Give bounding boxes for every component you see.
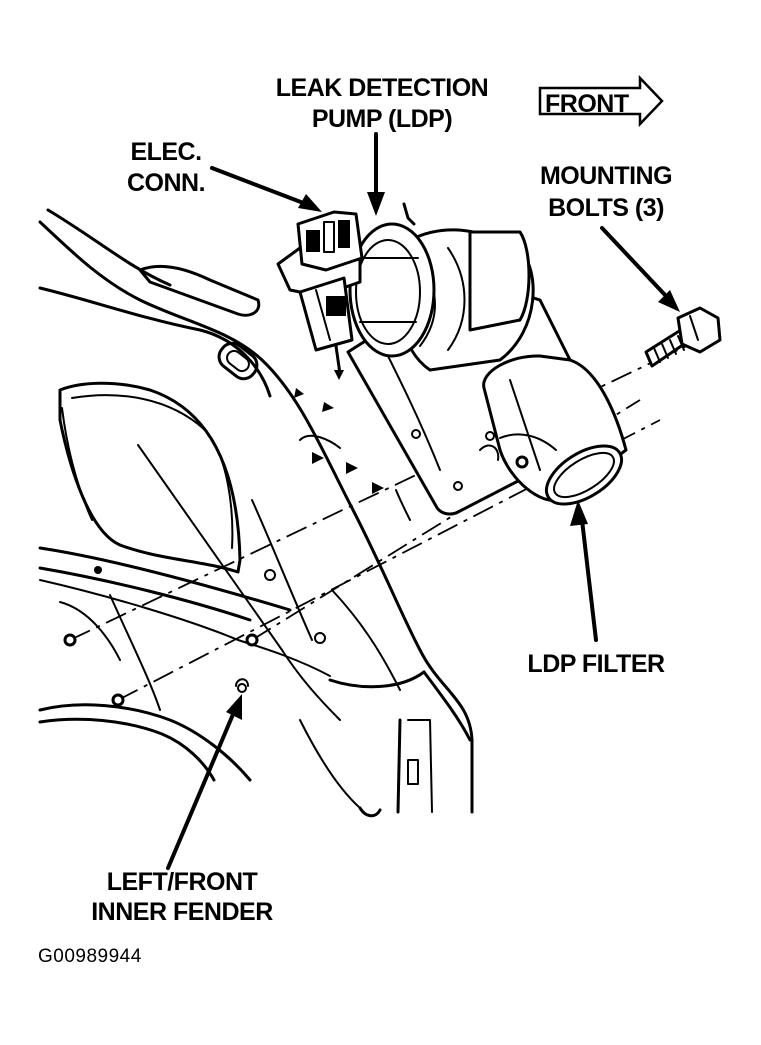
elec-conn-label-line2: CONN. [127,169,205,197]
leak-pump-label-line2: PUMP (LDP) [312,105,453,133]
inner-fender-label-line1: LEFT/FRONT [107,868,258,896]
inner-fender-drawing [38,208,474,818]
front-label: FRONT [545,90,629,118]
elec-conn-label-line1: ELEC. [130,138,201,166]
figure-code: G00989944 [38,946,142,967]
inner-fender-label-line2: INNER FENDER [91,898,273,926]
ldp-filter-label: LDP FILTER [527,650,665,678]
ldp-assembly [276,202,628,516]
mounting-bolts-label-line1: MOUNTING [540,162,672,190]
callout-labels: LEAK DETECTION PUMP (LDP) ELEC. CONN. MO… [38,74,673,967]
callout-arrows [166,132,680,870]
mounting-bolts-label-line2: BOLTS (3) [548,194,664,222]
leak-pump-label-line1: LEAK DETECTION [276,74,488,102]
mounting-bolt-drawing [644,306,722,368]
front-arrow-icon: FRONT [538,74,664,128]
